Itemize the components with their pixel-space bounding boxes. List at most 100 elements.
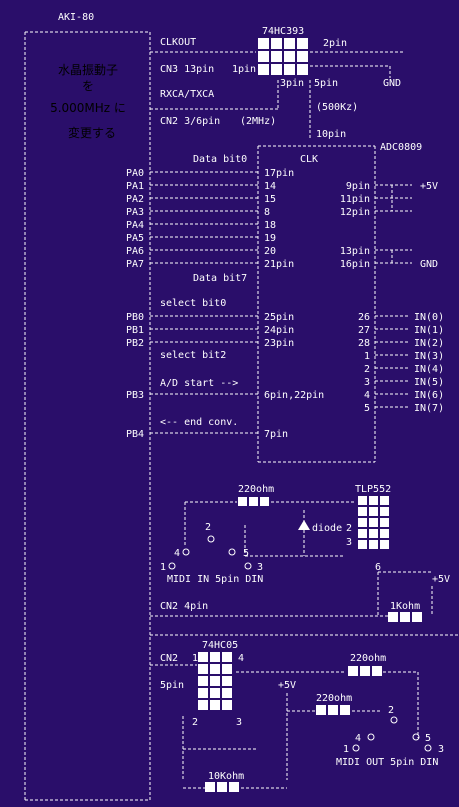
chip-cell bbox=[284, 64, 295, 75]
diode-label: diode bbox=[312, 523, 342, 534]
adc-input-label: IN(4) bbox=[414, 364, 444, 375]
resistor-220-mid bbox=[316, 705, 350, 715]
adc-data-pin: 19 bbox=[264, 233, 276, 244]
chip-cell bbox=[271, 51, 282, 62]
chip-cell bbox=[369, 496, 378, 505]
resistor-220-in bbox=[238, 497, 269, 506]
adc-select-pin: 23pin bbox=[264, 338, 294, 349]
tlp-pin3: 3 bbox=[346, 537, 352, 548]
pa-port-label: PA7 bbox=[126, 259, 144, 270]
endconv-label: <-- end conv. bbox=[160, 417, 238, 428]
chip-cell bbox=[222, 688, 232, 698]
pa-port-label: PA5 bbox=[126, 233, 144, 244]
clk-pin-label: CLK bbox=[300, 154, 318, 165]
midi-out-din-label: MIDI OUT 5pin DIN bbox=[336, 757, 438, 768]
tlp552-chip bbox=[358, 496, 389, 549]
clock-section: CLKOUT CN3 13pin 1pin RXCA/TXCA CN2 3/6p… bbox=[150, 26, 405, 140]
adc-data-pin: 14 bbox=[264, 181, 276, 192]
resistor-cell bbox=[249, 497, 258, 506]
chip-cell bbox=[297, 51, 308, 62]
pa-port-label: PA4 bbox=[126, 220, 144, 231]
hc05-label: 74HC05 bbox=[202, 640, 238, 651]
pin1-label: 1pin bbox=[232, 64, 256, 75]
chip-cell bbox=[210, 700, 220, 710]
pb-port-label: PB0 bbox=[126, 312, 144, 323]
chip-cell bbox=[210, 652, 220, 662]
chip-cell bbox=[198, 676, 208, 686]
chip-cell bbox=[222, 700, 232, 710]
pa-port-label: PA6 bbox=[126, 246, 144, 257]
adc-input-pin: 28 bbox=[358, 338, 370, 349]
chip-cell bbox=[258, 51, 269, 62]
adc-data-pin: 15 bbox=[264, 194, 276, 205]
chip-cell bbox=[297, 64, 308, 75]
adc-ref-pin: 13pin bbox=[340, 246, 370, 257]
pb-port-label: PB1 bbox=[126, 325, 144, 336]
adc-ref-pin: 11pin bbox=[340, 194, 370, 205]
resistor-cell bbox=[348, 666, 358, 676]
hc393-label: 74HC393 bbox=[262, 26, 304, 37]
pb-port-label: PB2 bbox=[126, 338, 144, 349]
adc-input-pin: 4 bbox=[364, 390, 370, 401]
adc-input-pin: 2 bbox=[364, 364, 370, 375]
resistor-cell bbox=[372, 666, 382, 676]
chip-cell bbox=[380, 529, 389, 538]
resistor-cell bbox=[360, 666, 370, 676]
databit7-label: Data bit7 bbox=[193, 273, 247, 284]
adc-input-pin: 27 bbox=[358, 325, 370, 336]
resistor-cell bbox=[217, 782, 227, 792]
hc05-p3: 3 bbox=[236, 717, 242, 728]
chip-cell bbox=[358, 518, 367, 527]
tlp552-label: TLP552 bbox=[355, 484, 391, 495]
adc-input-label: IN(1) bbox=[414, 325, 444, 336]
chip-cell bbox=[198, 652, 208, 662]
midi-in-vcc: +5V bbox=[432, 574, 450, 585]
chip-cell bbox=[198, 700, 208, 710]
resistor-220-top bbox=[348, 666, 382, 676]
midi-in-section: 220ohm TLP552 2 3 diode 2 4 5 1 3 MIDI I… bbox=[150, 484, 450, 622]
chip-cell bbox=[222, 652, 232, 662]
chip-cell bbox=[380, 507, 389, 516]
adc-input-label: IN(7) bbox=[414, 403, 444, 414]
pin6-22-label: 6pin,22pin bbox=[264, 390, 324, 401]
adc-ref-pin: 9pin bbox=[346, 181, 370, 192]
midi-in-din-label: MIDI IN 5pin DIN bbox=[167, 574, 263, 585]
chip-cell bbox=[284, 38, 295, 49]
resistor-cell bbox=[238, 497, 247, 506]
adc-data-pin: 8 bbox=[264, 207, 270, 218]
chip-cell bbox=[358, 529, 367, 538]
midi-out-r-mid-label: 220ohm bbox=[316, 693, 352, 704]
resistor-cell bbox=[316, 705, 326, 715]
resistor-cell bbox=[340, 705, 350, 715]
chip-cell bbox=[358, 507, 367, 516]
tlp-pin6: 6 bbox=[375, 562, 381, 573]
chip-cell bbox=[222, 664, 232, 674]
midi-in-cn2: CN2 4pin bbox=[160, 601, 208, 612]
chip-cell bbox=[198, 688, 208, 698]
resistor-cell bbox=[388, 612, 398, 622]
chip-cell bbox=[210, 688, 220, 698]
adc-ref-net: +5V bbox=[420, 181, 438, 192]
midi-out-section: 74HC05 CN2 1 4 220ohm 5pin +5V 220ohm 2 … bbox=[150, 634, 459, 792]
chip-cell bbox=[271, 38, 282, 49]
din-in-pin2: 2 bbox=[205, 522, 211, 533]
adc-chip-label: ADC0809 bbox=[380, 142, 422, 153]
tlp-pin2: 2 bbox=[346, 523, 352, 534]
din-in-pin3: 3 bbox=[257, 562, 263, 573]
chip-cell bbox=[258, 64, 269, 75]
adstart-label: A/D start --> bbox=[160, 378, 238, 389]
din-in-pin1: 1 bbox=[160, 562, 166, 573]
adc-input-pin: 5 bbox=[364, 403, 370, 414]
cn2-36-label: CN2 3/6pin bbox=[160, 116, 220, 127]
adc-input-label: IN(5) bbox=[414, 377, 444, 388]
din-in-pin4: 4 bbox=[174, 548, 180, 559]
cn3-label: CN3 13pin bbox=[160, 64, 214, 75]
adc-ref-pin: 12pin bbox=[340, 207, 370, 218]
pin7-label: 7pin bbox=[264, 429, 288, 440]
note-line-3: 5.000MHz に bbox=[50, 101, 126, 115]
chip-cell bbox=[198, 664, 208, 674]
note-line-2: を bbox=[82, 79, 94, 93]
adc-select-pin: 25pin bbox=[264, 312, 294, 323]
din-out-pin4: 4 bbox=[355, 733, 361, 744]
